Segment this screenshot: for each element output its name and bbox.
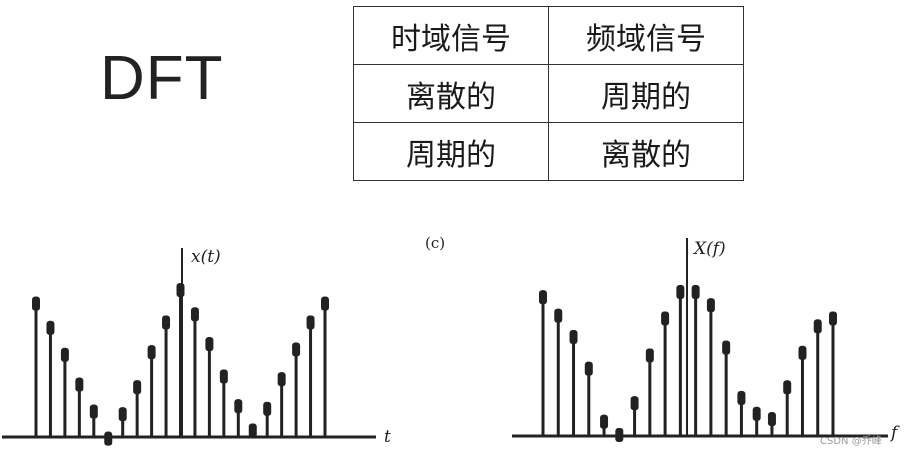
cell-freq-periodic: 周期的	[548, 64, 744, 123]
freq-stem-marker	[813, 319, 822, 334]
comparison-table: 时域信号 频域信号 离散的 周期的 周期的 离散的	[353, 6, 744, 181]
time-stem-marker	[32, 296, 40, 311]
time-stem-marker	[205, 337, 214, 352]
table-row: 周期的 离散的	[353, 122, 744, 181]
time-stem-marker	[292, 342, 301, 357]
freq-stem-marker	[615, 428, 624, 443]
freq-domain-plot: (c) X(f) f	[425, 234, 900, 443]
freq-stem-marker	[539, 290, 547, 305]
header-time-signal: 时域信号	[353, 6, 549, 65]
table-row: 离散的 周期的	[353, 64, 744, 123]
freq-stem-marker	[706, 298, 715, 313]
freq-stem-marker	[569, 330, 578, 344]
freq-x-label: f	[889, 423, 900, 443]
freq-stem-marker	[783, 380, 792, 395]
time-stem-marker	[104, 431, 113, 446]
time-stem-marker	[147, 345, 156, 360]
time-y-label: x(t)	[191, 247, 221, 267]
time-stem-marker	[321, 296, 329, 311]
freq-stem-marker	[661, 311, 670, 326]
time-stem-marker	[162, 315, 171, 330]
time-stem-marker	[176, 283, 185, 298]
freq-stem-marker	[630, 396, 639, 411]
time-stem-marker	[190, 307, 199, 322]
freq-stem-marker	[798, 345, 807, 360]
freq-stem-marker	[676, 284, 685, 299]
freq-stem-marker	[737, 390, 746, 405]
freq-stem-marker	[829, 311, 837, 326]
panel-label-c: (c)	[425, 234, 445, 252]
cell-time-periodic: 周期的	[353, 122, 549, 181]
time-stem-marker	[277, 372, 286, 387]
cell-time-discrete: 离散的	[353, 64, 549, 123]
freq-stem-marker	[722, 340, 731, 355]
freq-stem-marker	[767, 412, 776, 427]
time-x-label: t	[384, 427, 391, 447]
dft-title: DFT	[100, 44, 224, 113]
freq-stem-marker	[600, 414, 609, 429]
freq-stem-marker	[752, 406, 761, 421]
time-stem-marker	[306, 315, 315, 330]
freq-stem-marker	[691, 284, 700, 299]
freq-stem-marker	[584, 361, 593, 376]
time-stem-marker	[46, 320, 55, 335]
freq-y-label: X(f)	[692, 239, 726, 259]
time-stem-marker	[60, 347, 69, 362]
time-stem-marker	[263, 401, 272, 416]
freq-stem-marker	[645, 348, 654, 363]
time-stem-marker	[89, 404, 98, 419]
time-stem-marker	[133, 380, 142, 395]
time-stem-marker	[75, 377, 84, 392]
time-stem-marker	[248, 423, 257, 438]
time-domain-plot: x(t) t	[2, 247, 391, 447]
freq-stem-marker	[554, 308, 563, 323]
watermark: CSDN @乔峰	[820, 436, 882, 447]
time-stem-marker	[118, 407, 127, 422]
cell-freq-discrete: 离散的	[548, 122, 744, 181]
time-stem-marker	[234, 399, 243, 414]
time-stem-marker	[219, 369, 228, 384]
